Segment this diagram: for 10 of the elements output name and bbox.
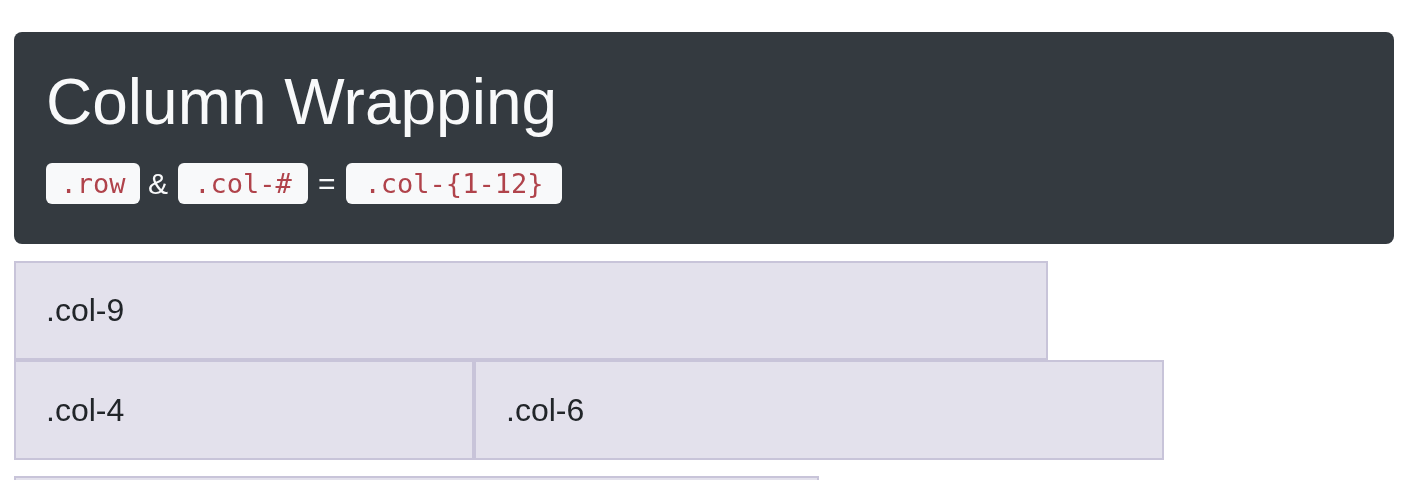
code-tag: .row <box>46 163 140 204</box>
header-panel <box>14 32 1394 244</box>
code-tag: .col-{1-12} <box>346 163 562 204</box>
heading: Column Wrapping <box>46 65 558 140</box>
code-tag: .col-# <box>178 163 308 204</box>
operator-text: & <box>148 166 168 202</box>
grid-column: .col-9 <box>14 261 1048 360</box>
operator-text: = <box>318 166 336 202</box>
grid-column: .col-6 <box>474 360 1164 460</box>
grid-column: .col-4 <box>14 360 474 460</box>
